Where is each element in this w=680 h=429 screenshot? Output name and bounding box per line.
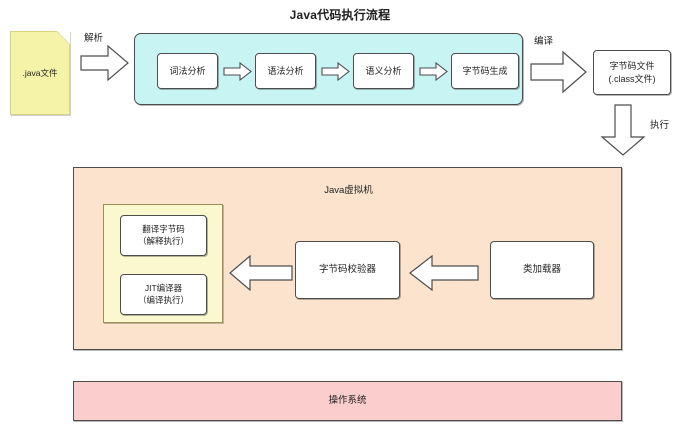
bytecode-verifier-box: 字节码校验器 — [295, 241, 400, 299]
operating-system-box: 操作系统 — [73, 381, 622, 421]
interpreter-line2: （解释执行） — [137, 235, 189, 246]
execute-arrow-label: 执行 — [650, 120, 670, 131]
operating-system-label: 操作系统 — [328, 394, 367, 406]
execution-engine-group: 翻译字节码 （解释执行） JIT编译器 （编译执行） — [103, 204, 223, 323]
compile-arrow-label: 编译 — [534, 36, 554, 47]
stage-syntax-analysis: 语法分析 — [255, 53, 316, 89]
bytecode-file-box: 字节码文件 (.class文件) — [593, 50, 671, 95]
bytecode-file-line2: (.class文件) — [608, 73, 656, 84]
jit-compiler-box: JIT编译器 （编译执行） — [120, 274, 207, 315]
verifier-to-engine-arrow-icon — [229, 255, 293, 291]
class-loader-box: 类加载器 — [490, 241, 594, 299]
parse-arrow-label: 解析 — [84, 33, 104, 44]
jit-line2: （编译执行） — [137, 294, 189, 305]
interpreter-line1: 翻译字节码 — [142, 224, 185, 235]
jvm-container: Java虚拟机 翻译字节码 （解释执行） JIT编译器 （编译执行） 字节码校验… — [73, 167, 622, 350]
pipeline-arrow-1-icon — [223, 62, 252, 81]
parse-arrow-icon — [80, 44, 130, 82]
page-fold-corner-icon — [56, 31, 70, 45]
stage-bytecode-generation: 字节码生成 — [451, 53, 519, 89]
page-title: Java代码执行流程 — [289, 8, 391, 22]
jit-line1: JIT编译器 — [144, 283, 183, 294]
java-source-file-note: .java文件 — [10, 31, 70, 115]
pipeline-arrow-2-icon — [321, 62, 350, 81]
classloader-to-verifier-arrow-icon — [409, 255, 479, 291]
execute-arrow-icon — [599, 104, 647, 157]
stage-semantic-analysis: 语义分析 — [353, 53, 414, 89]
jvm-label: Java虚拟机 — [324, 185, 373, 196]
bytecode-file-line1: 字节码文件 — [609, 61, 655, 72]
interpreter-box: 翻译字节码 （解释执行） — [120, 215, 207, 256]
java-source-file-label: .java文件 — [22, 68, 58, 78]
compile-arrow-icon — [530, 50, 588, 94]
stage-lexical-analysis: 词法分析 — [157, 53, 218, 89]
compile-pipeline-container: 词法分析 语法分析 语义分析 字节码生成 — [134, 33, 523, 105]
pipeline-arrow-3-icon — [419, 62, 448, 81]
